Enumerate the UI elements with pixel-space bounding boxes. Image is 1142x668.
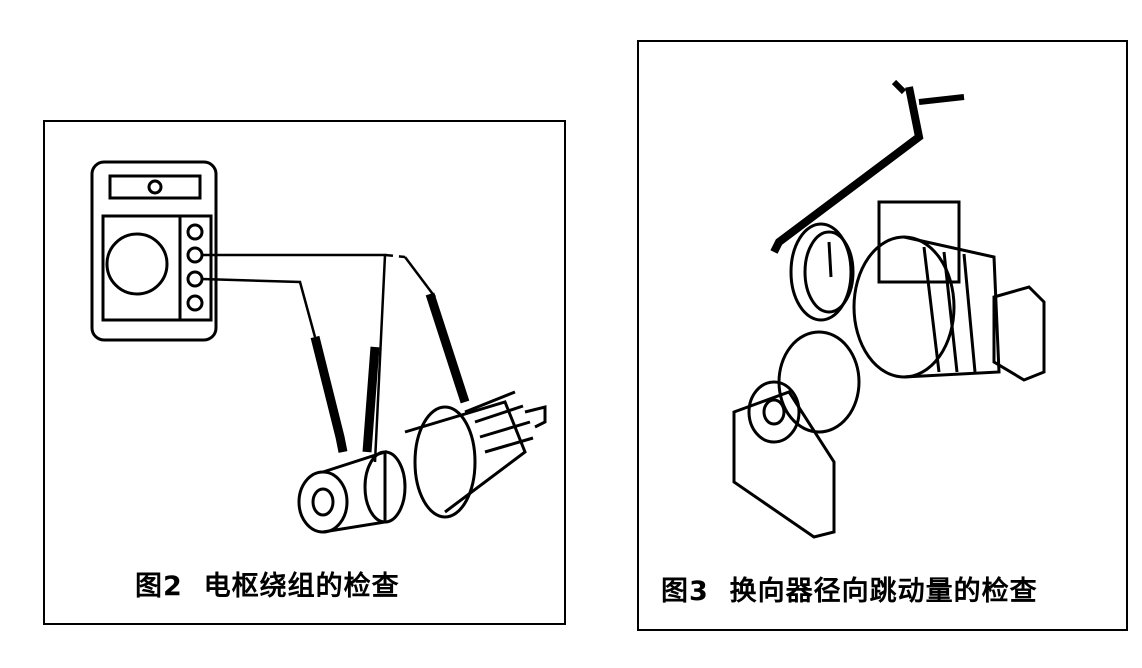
armature-icon [297, 390, 547, 534]
v-block-rear [992, 285, 1046, 382]
multimeter-armature-illustration [90, 160, 547, 534]
figure-3-commutator-runout-check: 图3 换向器径向跳动量的检查 [637, 40, 1128, 631]
figure-caption-text: 电枢绕组的检查 [203, 571, 400, 602]
figure-2-armature-winding-check: 图2 电枢绕组的检查 [43, 120, 566, 625]
figure-3-caption: 图3 换向器径向跳动量的检查 [661, 569, 1038, 608]
figure-number: 图3 [661, 576, 709, 607]
armature-icon [747, 235, 1001, 444]
figure-number: 图2 [135, 571, 183, 602]
figure-2-caption: 图2 电枢绕组的检查 [135, 564, 400, 603]
v-block-front [732, 390, 836, 539]
multimeter-icon [90, 160, 218, 342]
dial-indicator-illustration [732, 79, 1046, 539]
dial-gauge-icon [789, 222, 855, 322]
figure-caption-text: 换向器径向跳动量的检查 [729, 576, 1038, 607]
